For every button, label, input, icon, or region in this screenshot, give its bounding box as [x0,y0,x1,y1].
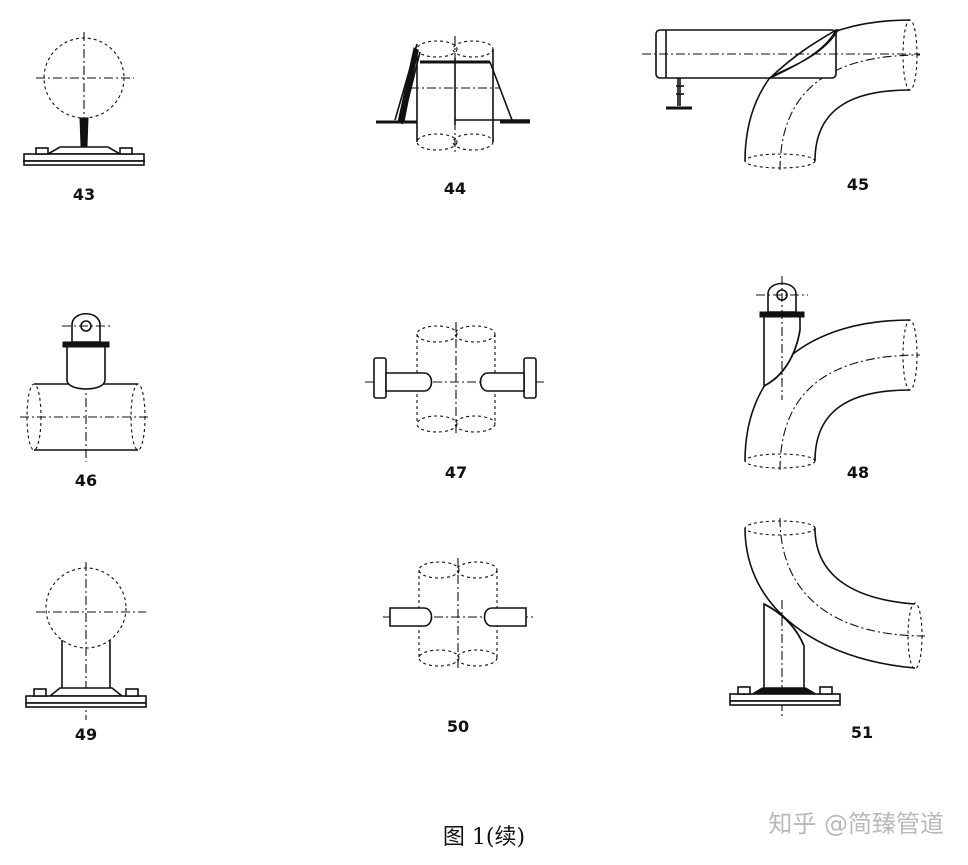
figure-caption: 图 1(续) [443,825,525,850]
figure-49: 49 [25,562,147,744]
figure-46: 46 [20,312,150,490]
figure-label: 48 [847,463,869,482]
figure-label: 49 [75,725,97,744]
watermark: 知乎 @简臻管道 [768,810,944,838]
figure-44: 44 [376,36,530,198]
figure-label: 46 [75,471,97,490]
figure-45: 45 [642,19,921,194]
figure-51: 51 [729,517,926,742]
figure-50: 50 [383,558,535,736]
figure-label: 43 [73,185,95,204]
figure-label: 51 [851,723,873,742]
figure-48: 48 [744,276,921,482]
figure-label: 47 [445,463,467,482]
figure-47: 47 [365,322,545,482]
figure-43: 43 [23,32,145,204]
figure-label: 44 [444,179,466,198]
figure-label: 45 [847,175,869,194]
figure-label: 50 [447,717,469,736]
